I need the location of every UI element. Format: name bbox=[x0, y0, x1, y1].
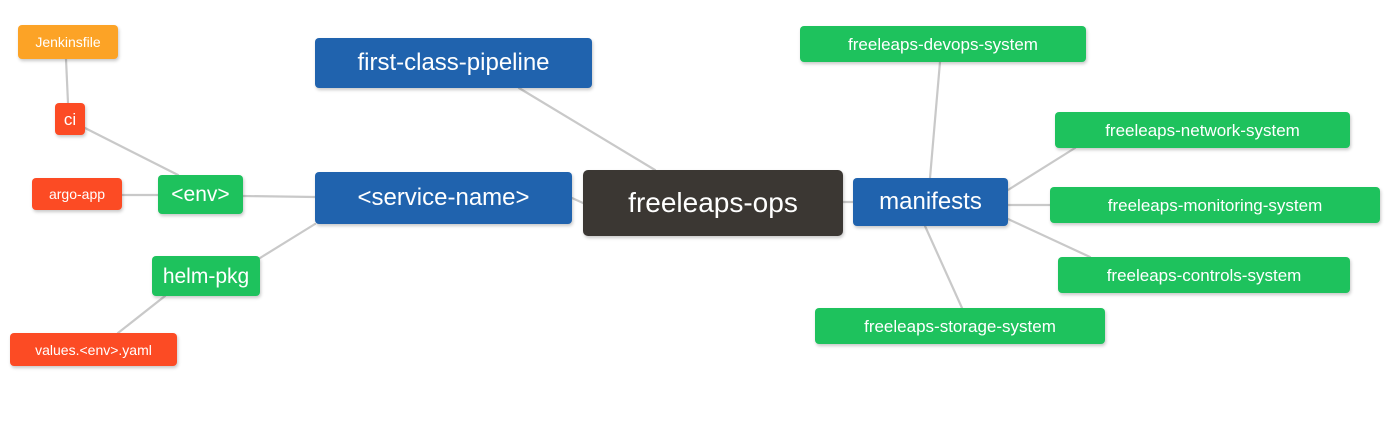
edge-env-ci bbox=[83, 126, 180, 177]
edge-manifests-controls-system bbox=[1006, 217, 1092, 259]
node-freeleaps-storage-system[interactable]: freeleaps-storage-system bbox=[815, 308, 1105, 344]
node-label: helm-pkg bbox=[162, 264, 250, 288]
edge-service-name-helm-pkg bbox=[258, 222, 317, 260]
node-freeleaps-network-system[interactable]: freeleaps-network-system bbox=[1055, 112, 1350, 148]
node-env[interactable]: <env> bbox=[158, 175, 243, 214]
edge-manifests-devops-system bbox=[928, 60, 942, 180]
edge-manifests-network-system bbox=[1006, 146, 1077, 192]
node-argo-app[interactable]: argo-app bbox=[32, 178, 122, 210]
edge-helm-pkg-values-yaml bbox=[116, 294, 167, 335]
node-freeleaps-devops-system[interactable]: freeleaps-devops-system bbox=[800, 26, 1086, 62]
node-ci[interactable]: ci bbox=[55, 103, 85, 135]
node-label: freeleaps-network-system bbox=[1105, 120, 1300, 140]
node-label: Jenkinsfile bbox=[35, 34, 101, 50]
edge-root-first-class-pipeline bbox=[517, 86, 657, 172]
node-first-class-pipeline[interactable]: first-class-pipeline bbox=[315, 38, 592, 88]
node-label: first-class-pipeline bbox=[357, 49, 550, 76]
edge-ci-jenkinsfile bbox=[64, 57, 70, 105]
node-freeleaps-monitoring-system[interactable]: freeleaps-monitoring-system bbox=[1050, 187, 1380, 223]
node-label: <env> bbox=[171, 183, 230, 206]
node-label: freeleaps-ops bbox=[628, 187, 798, 218]
node-freeleaps-controls-system[interactable]: freeleaps-controls-system bbox=[1058, 257, 1350, 293]
node-values-yaml[interactable]: values.<env>.yaml bbox=[10, 333, 177, 366]
node-label: values.<env>.yaml bbox=[35, 341, 152, 358]
node-label: <service-name> bbox=[357, 184, 530, 211]
node-label: manifests bbox=[879, 188, 982, 215]
node-manifests[interactable]: manifests bbox=[853, 178, 1008, 226]
node-label: freeleaps-monitoring-system bbox=[1107, 195, 1323, 215]
node-label: ci bbox=[63, 109, 77, 129]
node-label: freeleaps-devops-system bbox=[848, 34, 1038, 54]
edge-manifests-storage-system bbox=[923, 224, 964, 310]
node-label: freeleaps-storage-system bbox=[864, 316, 1056, 336]
edge-service-name-env bbox=[241, 194, 317, 199]
node-helm-pkg[interactable]: helm-pkg bbox=[152, 256, 260, 296]
node-label: freeleaps-controls-system bbox=[1106, 265, 1302, 285]
node-jenkinsfile[interactable]: Jenkinsfile bbox=[18, 25, 118, 59]
node-label: argo-app bbox=[48, 186, 106, 202]
node-freeleaps-ops[interactable]: freeleaps-ops bbox=[583, 170, 843, 236]
node-service-name[interactable]: <service-name> bbox=[315, 172, 572, 224]
edge-root-service-name bbox=[570, 196, 585, 205]
